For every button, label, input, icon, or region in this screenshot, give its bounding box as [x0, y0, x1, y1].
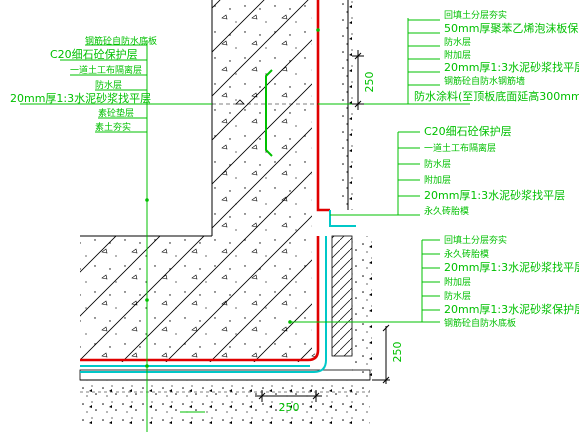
- backfill-soil-upper: [340, 0, 355, 210]
- construction-joint-symbol: [212, 69, 318, 157]
- leader-lower-right-group: [288, 239, 440, 324]
- lower-right-label-7: 钢筋砼自防水底板: [444, 317, 516, 329]
- middle-right-label-2: 一道土工布隔离层: [424, 142, 496, 154]
- dimension-lower: [372, 324, 390, 384]
- dimension-upper: [352, 50, 364, 110]
- left-label-2: C20细石砼保护层: [50, 47, 138, 61]
- dimension-bottom-value: 250: [279, 401, 300, 414]
- lower-right-label-3: 20mm厚1:3水泥砂浆找平层: [444, 260, 579, 274]
- bedding-layers: [79, 369, 371, 424]
- middle-right-label-3: 防水层: [424, 158, 451, 170]
- lower-right-label-6: 20mm厚1:3水泥砂浆保护层: [444, 302, 579, 316]
- lower-right-label-5: 防水层: [444, 290, 471, 302]
- upper-right-label-2: 50mm厚聚苯乙烯泡沫板保护层: [444, 21, 579, 35]
- brick-mould-wall: [331, 235, 372, 376]
- left-label-5: 20mm厚1:3水泥砂浆找平层: [10, 91, 151, 105]
- upper-right-label-7: 防水涂料(至顶板底面延高300mm): [414, 89, 579, 103]
- lower-right-label-1: 回填土分层夯实: [444, 234, 507, 246]
- leader-middle-right-group: [330, 131, 420, 216]
- left-label-4: 防水层: [95, 79, 122, 91]
- upper-right-label-5: 20mm厚1:3水泥砂浆找平层: [444, 60, 579, 74]
- middle-right-label-5: 20mm厚1:3水泥砂浆找平层: [424, 188, 565, 202]
- leader-left-group: [20, 40, 212, 432]
- waterproof-membrane-lines: [80, 0, 356, 373]
- upper-right-label-3: 防水层: [444, 36, 471, 48]
- lower-right-label-2: 永久砖胎模: [444, 248, 489, 260]
- leader-upper-right-group: [316, 18, 470, 105]
- lower-right-label-4: 附加层: [444, 276, 471, 288]
- left-label-6: 素砼垫层: [98, 107, 134, 119]
- left-label-7: 素土夯实: [95, 121, 131, 133]
- upper-right-label-4: 附加层: [444, 49, 471, 61]
- left-label-3: 一道土工布隔离层: [70, 64, 142, 76]
- rc-base-slab: [80, 235, 322, 362]
- dimension-bottom: [255, 390, 322, 402]
- rc-wall: [211, 0, 312, 236]
- middle-right-label-4: 附加层: [424, 174, 451, 186]
- middle-right-label-1: C20细石砼保护层: [424, 124, 512, 138]
- upper-right-label-6: 钢筋砼自防水钢筋墙: [444, 75, 525, 87]
- middle-right-label-6: 永久砖胎模: [424, 205, 469, 217]
- dimension-upper-value: 250: [363, 72, 376, 93]
- left-label-1: 钢筋砼自防水底板: [85, 35, 157, 47]
- upper-right-label-1: 回填土分层夯实: [444, 9, 507, 21]
- dimension-lower-value: 250: [391, 342, 404, 363]
